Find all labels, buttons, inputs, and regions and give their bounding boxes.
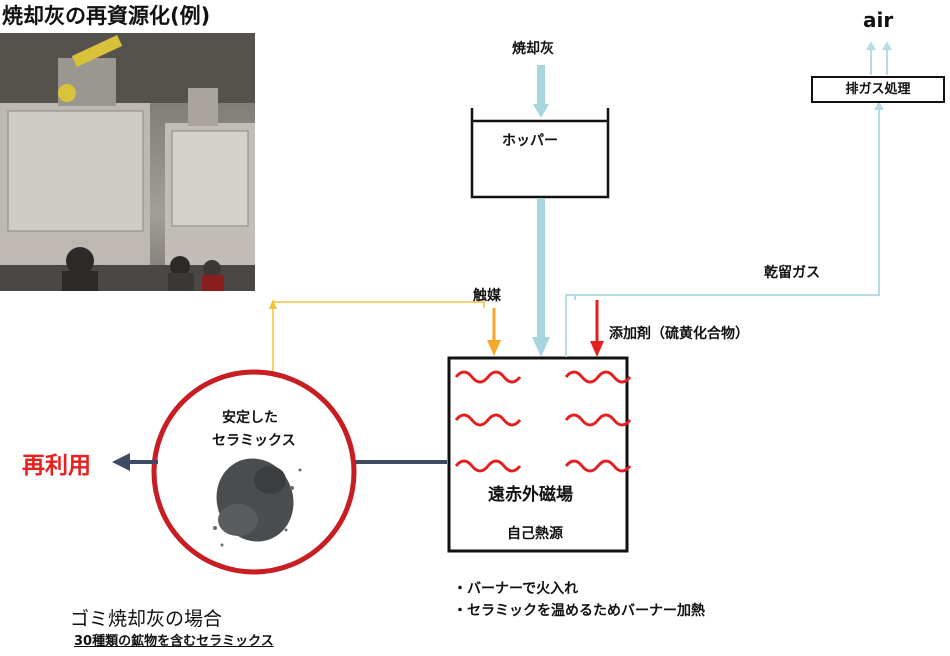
heat-wave-icon — [454, 413, 522, 427]
hopper-to-kiln-arrow-shaft — [537, 199, 545, 339]
hopper-label: ホッパー — [502, 133, 558, 149]
air-arrow-left-head — [866, 41, 876, 50]
catalyst-arrow-head — [487, 340, 501, 356]
photo-yellow-arm — [71, 34, 123, 68]
self-heat-label: 自己熱源 — [507, 526, 563, 542]
far-infrared-label: 遠赤外磁場 — [488, 485, 573, 505]
catalyst-label: 触媒 — [473, 288, 501, 304]
additive-label: 添加剤（硫黄化合物） — [609, 326, 749, 342]
air-label: air — [863, 8, 894, 32]
reuse-label: 再利用 — [22, 453, 91, 479]
caption-title: ゴミ焼却灰の場合 — [70, 608, 223, 630]
hopper-to-kiln-arrow-head — [532, 337, 550, 357]
ash-input-label: 焼却灰 — [512, 41, 554, 57]
heat-wave-icon — [454, 370, 522, 384]
photo-yellow-wheel — [58, 84, 76, 102]
reuse-arrow-head — [112, 453, 130, 471]
photo-left-panel — [7, 110, 144, 232]
ash-input-arrow-shaft — [537, 65, 545, 107]
photo-person-1 — [66, 247, 94, 275]
dry-gas-label: 乾留ガス — [764, 265, 820, 281]
catalyst-feedback-line — [272, 301, 485, 380]
incineration-plant-photo — [0, 33, 255, 291]
ash-input-arrow-head — [533, 104, 549, 118]
photo-right-panel — [171, 130, 249, 227]
dry-gas-arrow-head — [874, 101, 884, 110]
catalyst-feedback-arrow-head — [269, 299, 277, 309]
heat-wave-icon — [564, 459, 632, 473]
additive-arrow-head — [590, 341, 604, 357]
caption-subtitle: 30種類の鉱物を含むセラミックス — [74, 634, 274, 649]
stable-ceramics-label-1: 安定した — [222, 410, 278, 426]
heat-wave-icon — [454, 459, 522, 473]
heat-wave-icon — [564, 413, 632, 427]
exhaust-treatment-box — [811, 76, 945, 103]
exhaust-treatment-label: 排ガス処理 — [845, 82, 911, 97]
stable-ceramics-label-2: セラミックス — [212, 433, 296, 449]
photo-person-3-body — [202, 275, 224, 291]
kiln-box — [447, 356, 629, 553]
photo-person-1-body — [62, 271, 98, 291]
heat-waves — [454, 370, 632, 473]
air-arrow-right-head — [882, 41, 892, 50]
note-burner-heating: ・セラミックを温めるためバーナー加熱 — [453, 603, 705, 619]
dry-gas-line — [565, 104, 880, 357]
photo-person-2 — [170, 256, 190, 276]
heat-wave-icon — [564, 370, 632, 384]
note-burner-ignition: ・バーナーで火入れ — [453, 581, 579, 597]
hopper-box — [470, 108, 610, 199]
ceramic-powder-icon — [213, 458, 302, 547]
photo-person-3 — [203, 260, 221, 278]
photo-illustration — [0, 33, 255, 291]
photo-right-hopper — [188, 88, 218, 126]
photo-person-2-body — [168, 273, 194, 291]
page-title: 焼却灰の再資源化(例) — [2, 4, 211, 28]
